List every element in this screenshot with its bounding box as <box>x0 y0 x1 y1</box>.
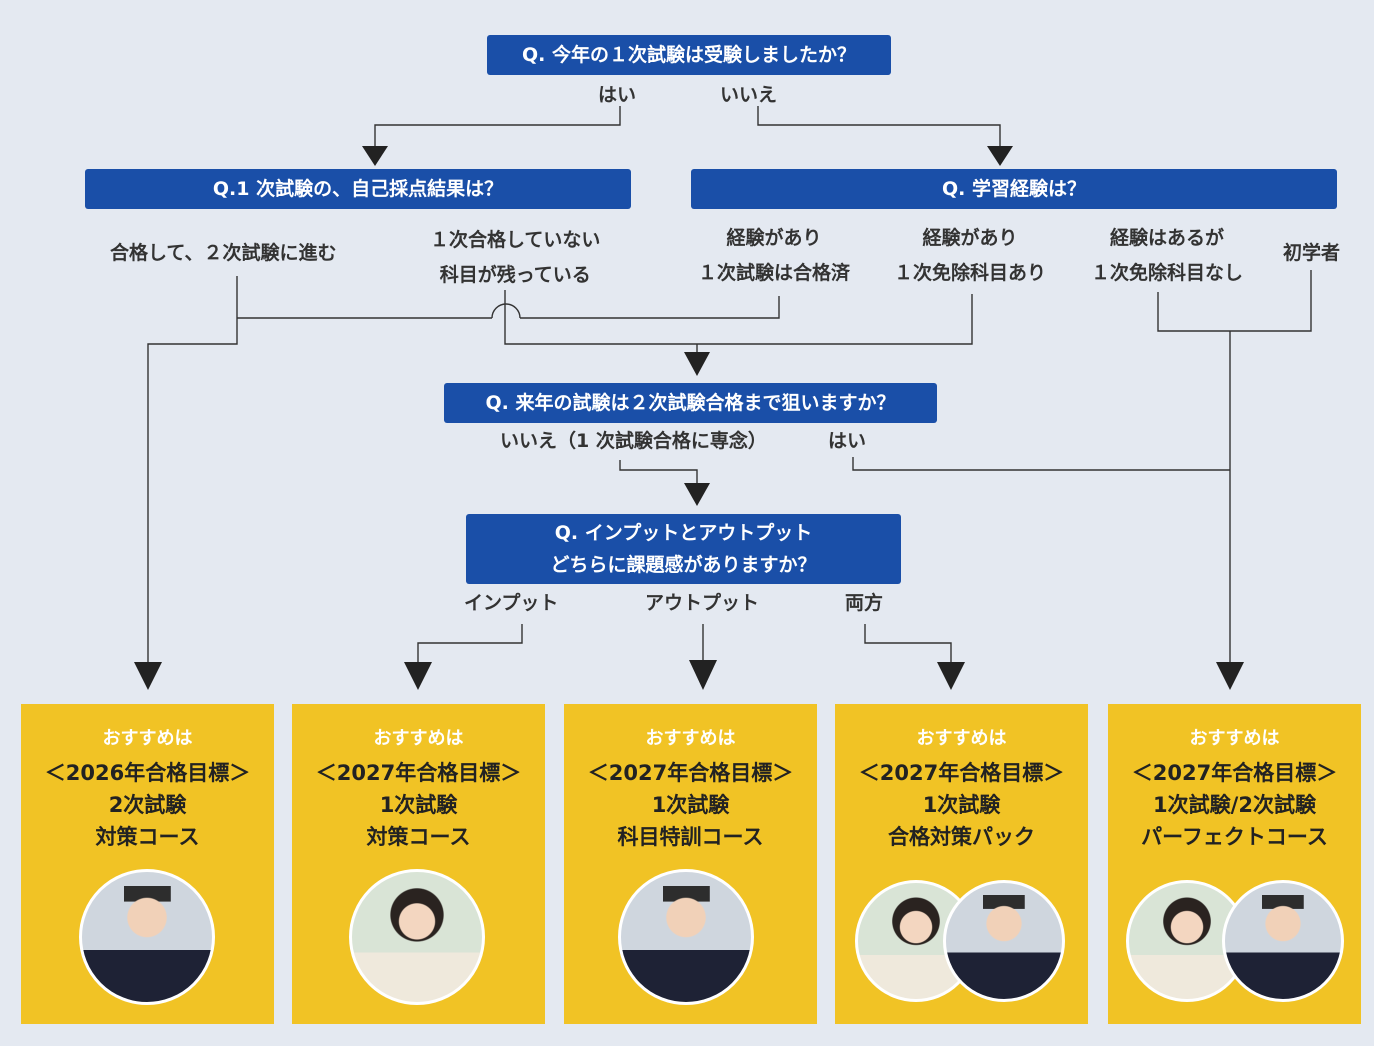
card-course-name: 科目特訓コース <box>617 825 764 849</box>
card-recommend-label: おすすめは <box>373 728 464 749</box>
question-text: Q. 今年の１次試験は受験しましたか？ <box>522 43 856 66</box>
question-text: Q. 来年の試験は２次試験合格まで狙いますか？ <box>485 391 896 414</box>
card-exam: 1次試験 <box>651 793 730 817</box>
card-target-year: ＜2026年合格目標＞ <box>44 761 251 785</box>
answer-not-passed: １次合格していない 科目が残っている <box>430 223 600 293</box>
answer-beginner: 初学者 <box>1283 242 1341 264</box>
course-card-2027-first[interactable]: おすすめは ＜2027年合格目標＞ 1次試験 対策コース <box>292 704 545 1024</box>
question-study-experience: Q. 学習経験は？ <box>691 169 1337 209</box>
course-card-2027-pack[interactable]: おすすめは ＜2027年合格目標＞ 1次試験 合格対策パック <box>835 704 1088 1024</box>
question-aim-second-exam: Q. 来年の試験は２次試験合格まで狙いますか？ <box>444 383 937 423</box>
answer-exp-first-passed: 経験があり １次試験は合格済 <box>698 221 850 291</box>
card-course-name: 対策コース <box>95 825 200 849</box>
question-self-score: Q.1 次試験の、自己採点結果は？ <box>85 169 631 209</box>
answer-line: １次試験は合格済 <box>698 262 851 285</box>
card-target-year: ＜2027年合格目標＞ <box>858 761 1065 785</box>
answer-both: 両方 <box>845 592 884 614</box>
card-recommend-label: おすすめは <box>102 728 193 749</box>
card-target-year: ＜2027年合格目標＞ <box>315 761 522 785</box>
answer-focus-first: いいえ（1 次試験合格に専念） <box>500 430 767 452</box>
card-course-name: パーフェクトコース <box>1141 825 1328 849</box>
instructor-avatar-male <box>943 880 1065 1002</box>
card-course-name: 合格対策パック <box>888 825 1035 849</box>
instructor-avatar-male <box>79 869 215 1005</box>
answer-aim-second: はい <box>828 430 867 452</box>
question-first-exam-taken: Q. 今年の１次試験は受験しましたか？ <box>487 35 891 75</box>
instructor-avatar-male <box>618 869 754 1005</box>
card-target-year: ＜2027年合格目標＞ <box>587 761 794 785</box>
card-course-name: 対策コース <box>366 825 471 849</box>
answer-line: １次合格していない <box>430 229 601 251</box>
course-card-2027-subject[interactable]: おすすめは ＜2027年合格目標＞ 1次試験 科目特訓コース <box>564 704 817 1024</box>
card-recommend-label: おすすめは <box>645 728 736 749</box>
answer-yes: はい <box>598 84 637 106</box>
answer-line: １次免除科目あり <box>894 262 1047 285</box>
answer-line: １次免除科目なし <box>1091 262 1244 285</box>
course-card-2027-perfect[interactable]: おすすめは ＜2027年合格目標＞ 1次試験/2次試験 パーフェクトコース <box>1108 704 1361 1024</box>
answer-exp-exempt: 経験があり １次免除科目あり <box>894 221 1046 291</box>
answer-exp-no-exempt: 経験はあるが １次免除科目なし <box>1091 221 1243 291</box>
question-text: Q.1 次試験の、自己採点結果は？ <box>212 177 504 200</box>
answer-input: インプット <box>464 592 559 614</box>
instructor-avatar-male <box>1222 880 1344 1002</box>
answer-line: 経験があり <box>922 227 1018 249</box>
answer-output: アウトプット <box>645 592 760 614</box>
card-exam: 1次試験 <box>922 793 1001 817</box>
card-target-year: ＜2027年合格目標＞ <box>1131 761 1338 785</box>
card-exam: 1次試験/2次試験 <box>1153 793 1316 817</box>
question-input-output: Q. インプットとアウトプット どちらに課題感がありますか？ <box>466 514 901 584</box>
question-text-line2: どちらに課題感がありますか？ <box>550 554 817 576</box>
course-card-2026-second[interactable]: おすすめは ＜2026年合格目標＞ 2次試験 対策コース <box>21 704 274 1024</box>
instructor-avatar-female <box>349 869 485 1005</box>
card-exam: 1次試験 <box>379 793 458 817</box>
card-exam: 2次試験 <box>108 793 187 817</box>
question-text: Q. 学習経験は？ <box>942 177 1086 200</box>
answer-passed-go-second: 合格して、２次試験に進む <box>110 242 337 264</box>
answer-no: いいえ <box>720 84 778 106</box>
card-recommend-label: おすすめは <box>916 728 1007 749</box>
card-recommend-label: おすすめは <box>1189 728 1280 749</box>
question-text-line1: Q. インプットとアウトプット <box>554 521 813 544</box>
answer-line: 経験があり <box>726 227 822 249</box>
answer-line: 科目が残っている <box>439 264 591 287</box>
answer-line: 経験はあるが <box>1110 227 1225 249</box>
